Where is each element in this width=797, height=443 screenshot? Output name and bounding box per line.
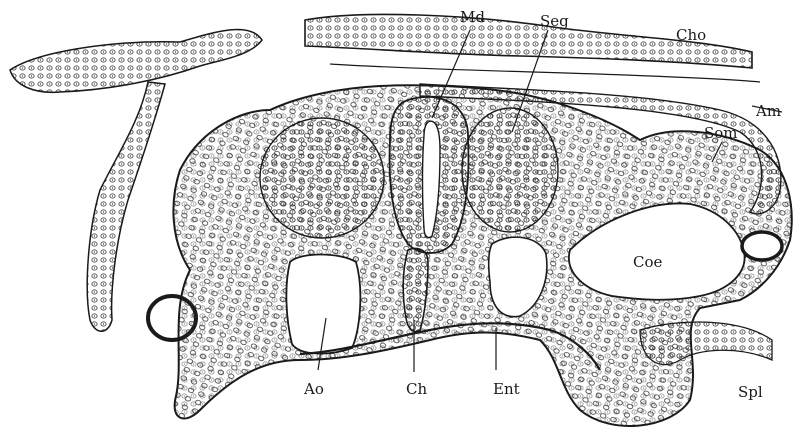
left-membrane: [10, 29, 262, 92]
label-ao: Ao: [304, 382, 324, 397]
label-som: Som: [704, 126, 738, 141]
label-seg: Seg: [540, 14, 569, 29]
splanchnopleure-spl: [640, 322, 772, 365]
label-spl: Spl: [738, 385, 763, 400]
label-am: Am: [756, 104, 781, 119]
left-stalk: [87, 82, 165, 331]
label-ch: Ch: [406, 382, 427, 397]
left-somite: [260, 118, 384, 238]
label-md: Md: [460, 10, 485, 25]
somatopleure-ring: [742, 232, 782, 260]
chorion-inner-line: [330, 64, 760, 82]
label-ent: Ent: [493, 382, 520, 397]
right-somite-seg: [462, 108, 558, 232]
label-coe: Coe: [633, 255, 662, 270]
label-cho: Cho: [676, 28, 706, 43]
